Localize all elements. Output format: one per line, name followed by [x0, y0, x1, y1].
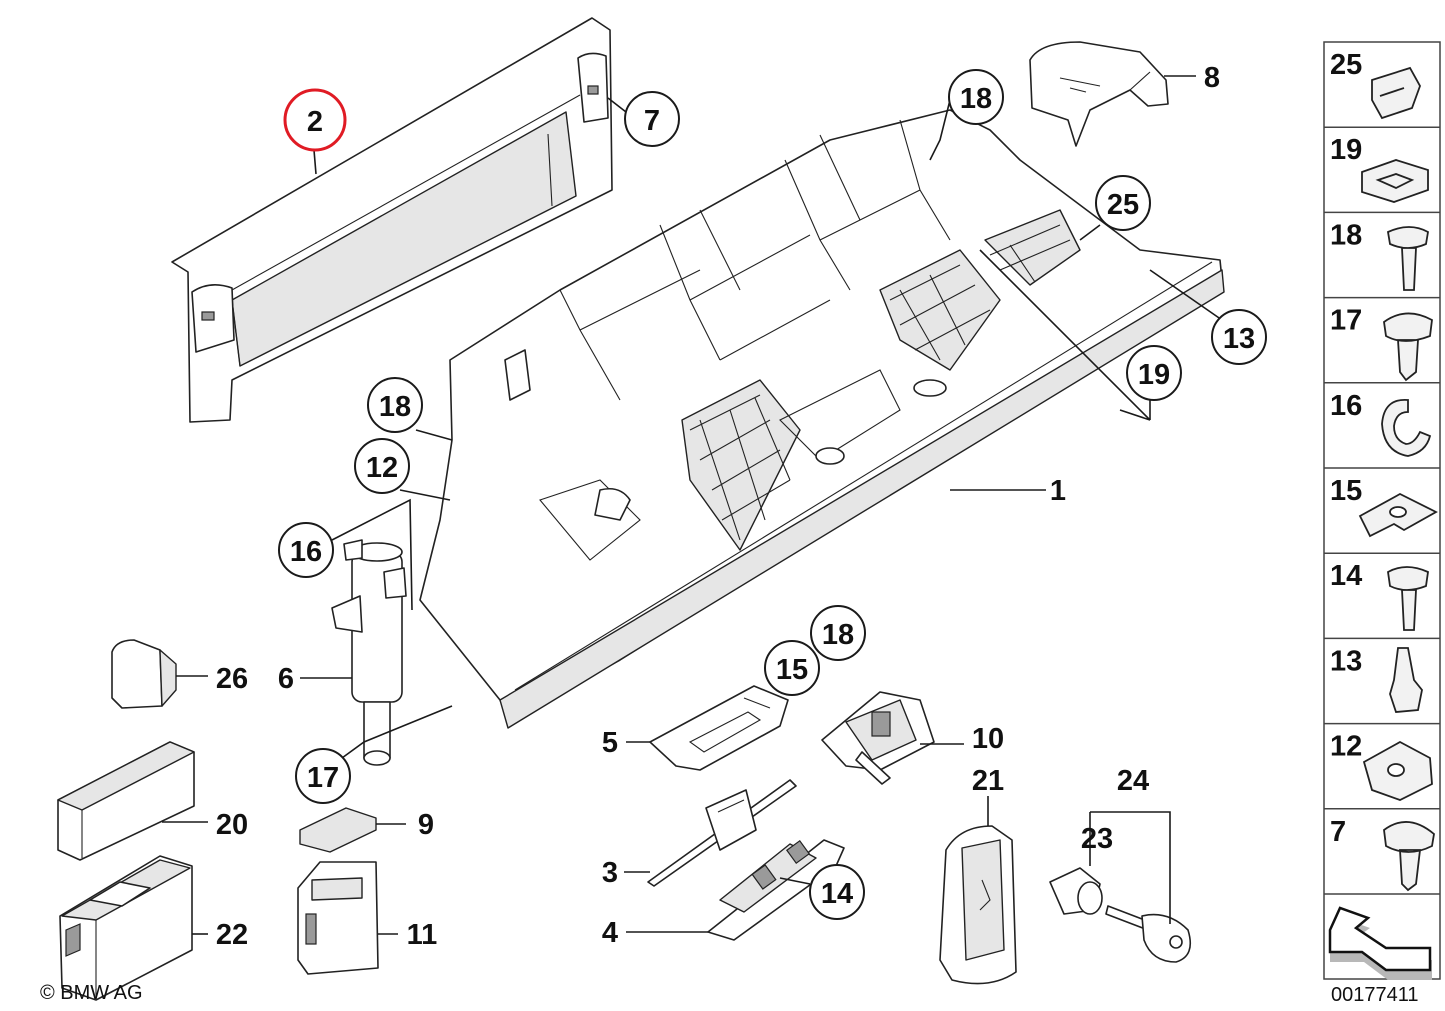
- svg-text:15: 15: [776, 654, 808, 686]
- part-26-cap: [111, 639, 177, 709]
- label-10: 10: [972, 723, 1004, 755]
- leader-lines: [162, 75, 1223, 935]
- legend-label: 12: [1330, 731, 1362, 763]
- callout-7: 7: [624, 91, 680, 147]
- label-11: 11: [407, 919, 438, 951]
- copyright-text: © BMW AG: [40, 982, 143, 1004]
- legend-label: 16: [1330, 390, 1362, 422]
- buffer-icon: [1389, 647, 1423, 713]
- label-4: 4: [602, 917, 618, 949]
- label-26: 26: [216, 663, 248, 695]
- callout-19: 19: [1126, 345, 1182, 401]
- svg-text:14: 14: [821, 878, 853, 910]
- label-5: 5: [602, 727, 618, 759]
- part-5-bracket: [649, 685, 789, 771]
- svg-text:18: 18: [379, 391, 411, 423]
- part-21-cover: [939, 825, 1017, 985]
- part-22-lamp-housing: [59, 855, 193, 1001]
- svg-text:19: 19: [1138, 359, 1170, 391]
- label-8: 8: [1204, 62, 1220, 94]
- label-1: 1: [1050, 475, 1066, 507]
- legend-label: 25: [1330, 49, 1362, 81]
- diagram-number: 00177411: [1331, 984, 1419, 1006]
- callout-17: 17: [295, 748, 351, 804]
- legend-label: 19: [1330, 134, 1362, 166]
- callout-18-lower: 18: [810, 605, 866, 661]
- callout-2: 2: [283, 88, 347, 152]
- label-21: 21: [972, 765, 1004, 797]
- part-2-rear-panel: [171, 17, 613, 423]
- plain-labels: 23 8 1 26 6 5 10 21 24 20 9 3 22 11 4: [216, 62, 1220, 951]
- callout-16: 16: [278, 522, 334, 578]
- callout-15: 15: [764, 640, 820, 696]
- clip-nut-icon: [1362, 740, 1433, 801]
- svg-text:7: 7: [644, 105, 660, 137]
- callout-25: 25: [1095, 175, 1151, 231]
- part-23-lock-cylinder: [1049, 867, 1103, 915]
- svg-text:17: 17: [307, 762, 339, 794]
- label-20: 20: [216, 809, 248, 841]
- legend-label: 14: [1330, 560, 1362, 592]
- legend-label: 13: [1330, 645, 1362, 677]
- callout-12: 12: [354, 438, 410, 494]
- svg-text:25: 25: [1107, 189, 1139, 221]
- part-8-cover-cap: [1029, 41, 1169, 147]
- label-24: 24: [1117, 765, 1149, 797]
- callout-14: 14: [809, 864, 865, 920]
- label-9: 9: [418, 809, 434, 841]
- callout-13: 13: [1211, 309, 1267, 365]
- grommet-icon: [1361, 159, 1429, 203]
- part-1-glove-box: [419, 109, 1225, 729]
- bolt-icon: [1387, 566, 1429, 631]
- legend-label: 18: [1330, 219, 1362, 251]
- legend-label: 17: [1330, 305, 1362, 337]
- legend-label: 15: [1330, 475, 1362, 507]
- callout-18-left: 18: [367, 377, 423, 433]
- svg-text:16: 16: [290, 536, 322, 568]
- spring-nut-icon: [1358, 492, 1438, 538]
- svg-text:13: 13: [1223, 323, 1255, 355]
- legend-label: 7: [1330, 816, 1346, 848]
- part-9-lens: [299, 807, 377, 853]
- svg-text:2: 2: [307, 106, 323, 138]
- arrow-icon: [1328, 906, 1432, 980]
- svg-text:12: 12: [366, 452, 398, 484]
- circlip-icon: [1381, 399, 1432, 457]
- part-4-handle: [707, 839, 845, 941]
- callout-18-top: 18: [948, 69, 1004, 125]
- part-20-switch: [57, 741, 195, 861]
- part-10-lock: [821, 691, 935, 785]
- svg-text:18: 18: [960, 83, 992, 115]
- screw-icon: [1386, 226, 1429, 291]
- fastener-legend: 25 19 18 17 16 15 14 13 12 7: [1323, 41, 1441, 980]
- part-11-socket: [297, 861, 379, 975]
- expansion-rivet-icon: [1383, 821, 1435, 892]
- part-24-key: [1105, 905, 1192, 963]
- part-3-latch-bar: [647, 779, 797, 887]
- svg-text:18: 18: [822, 619, 854, 651]
- label-3: 3: [602, 857, 618, 889]
- part-6-damper: [331, 539, 407, 766]
- label-23: 23: [1081, 823, 1113, 855]
- expanding-rivet-icon: [1383, 312, 1433, 382]
- clip-icon: [1371, 66, 1421, 120]
- label-6: 6: [278, 663, 294, 695]
- label-22: 22: [216, 919, 248, 951]
